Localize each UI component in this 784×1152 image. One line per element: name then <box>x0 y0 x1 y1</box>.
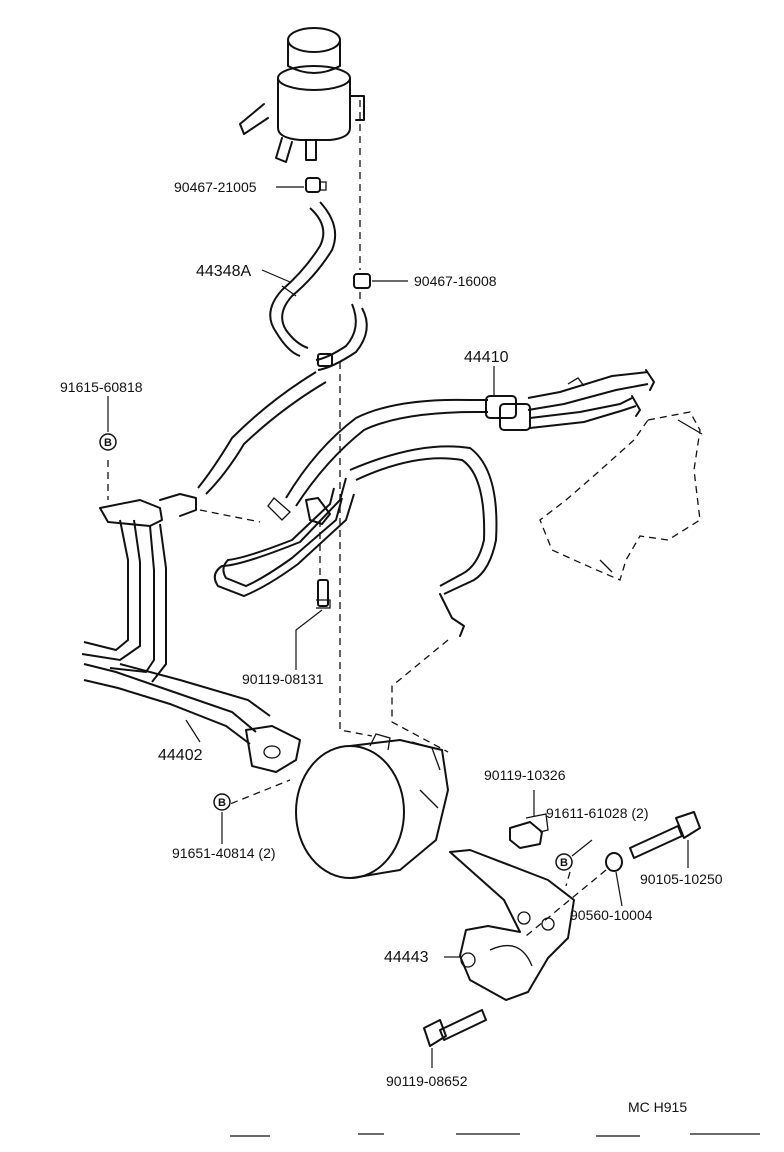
label-44410: 44410 <box>464 349 509 366</box>
label-90467-21005: 90467-21005 <box>174 179 257 195</box>
bolt-90119-08652 <box>423 1009 487 1047</box>
return-hose <box>315 303 368 371</box>
steering-gear-outline <box>539 411 703 581</box>
label-90560-10004: 90560-10004 <box>570 907 653 923</box>
pipe-bracket-44402 <box>81 493 301 773</box>
label-91615-60818: 91615-60818 <box>60 379 143 395</box>
label-44348A: 44348A <box>196 263 251 280</box>
label-44402: 44402 <box>158 747 203 764</box>
power-steering-pump <box>295 733 449 879</box>
lower-loop-pipe <box>213 477 355 598</box>
b-marker-lower-left: B <box>213 793 231 811</box>
bolt-90119-08131 <box>305 497 331 609</box>
pump-bracket-44443 <box>449 849 575 1001</box>
bolt-90119-10326 <box>509 813 549 849</box>
label-90119-08652: 90119-08652 <box>386 1073 468 1089</box>
svg-text:B: B <box>560 857 568 869</box>
label-91611-61028: 91611-61028 (2) <box>546 805 648 821</box>
b-marker-upper: B <box>99 433 117 451</box>
label-91651-40814: 91651-40814 (2) <box>172 845 276 861</box>
label-90467-16008: 90467-16008 <box>414 273 497 289</box>
b-marker-right: B <box>555 853 573 871</box>
clamp-90467-16008 <box>353 273 371 289</box>
label-44443: 44443 <box>384 949 429 966</box>
label-90119-10326: 90119-10326 <box>484 767 566 783</box>
svg-text:B: B <box>104 437 112 449</box>
bottom-scan-marks <box>230 1133 760 1137</box>
bolt-90105-10250 <box>629 811 701 859</box>
washer-90560-10004 <box>605 852 623 872</box>
label-90119-08131: 90119-08131 <box>242 671 324 687</box>
svg-text:B: B <box>218 797 226 809</box>
diagram-code: MC H915 <box>628 1099 687 1115</box>
label-90105-10250: 90105-10250 <box>640 871 723 887</box>
pressure-line-44410 <box>267 369 655 637</box>
clamp-90467-21005 <box>305 177 327 193</box>
hose-44348A <box>269 201 336 357</box>
suction-pipe <box>197 371 327 495</box>
reservoir-tank <box>239 27 365 163</box>
